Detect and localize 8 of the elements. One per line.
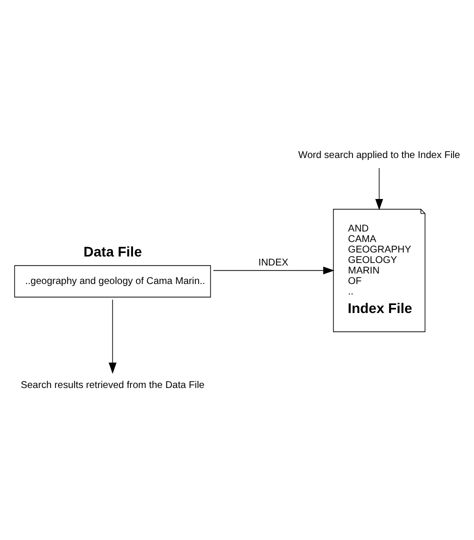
arrow [212, 266, 334, 274]
node-box: ..geography and geology of Cama Marin.. [14, 264, 210, 297]
arrow [374, 167, 383, 210]
node-label: Data File [83, 243, 142, 260]
arrow [108, 298, 116, 374]
node-text: Search results retrieved from the Data File [20, 380, 204, 391]
node-text: Word search applied to the Index File [298, 149, 460, 160]
edge-label: INDEX [258, 257, 288, 268]
